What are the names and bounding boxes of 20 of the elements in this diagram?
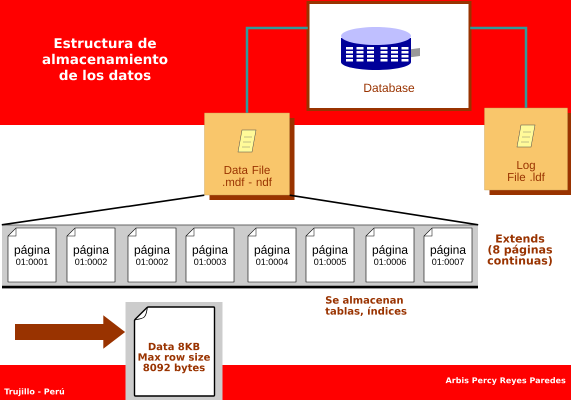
note: Se almacenan tablas, índices <box>325 296 406 316</box>
place-label: Trujillo - Perú <box>4 388 64 396</box>
page-box: página 01:0004 <box>248 228 296 282</box>
page-box: página 01:0002 <box>128 228 176 282</box>
page-box: Data 8KB Max row size 8092 bytes <box>126 302 222 400</box>
zoom-line <box>290 194 478 226</box>
page-box: página 01:0006 <box>366 228 414 282</box>
zoom-line <box>2 194 204 226</box>
author-label: Arbis Percy Reyes Paredes <box>446 377 566 385</box>
note: Extends (8 páginas continuas) <box>488 234 552 266</box>
page-box: página 01:0007 <box>424 228 472 282</box>
title: Estructura de almacenamiento de los datos <box>42 38 168 80</box>
connector-line <box>246 26 308 113</box>
page-box: página 01:0005 <box>306 228 354 282</box>
page-box: página 01:0002 <box>66 228 116 282</box>
file-box: Log File .ldf <box>484 108 571 195</box>
connector-line <box>470 26 528 108</box>
page-box: página 01:0001 <box>8 228 56 282</box>
file-box: Data File .mdf - ndf <box>204 112 294 200</box>
page-box: página 01:0003 <box>186 228 234 282</box>
